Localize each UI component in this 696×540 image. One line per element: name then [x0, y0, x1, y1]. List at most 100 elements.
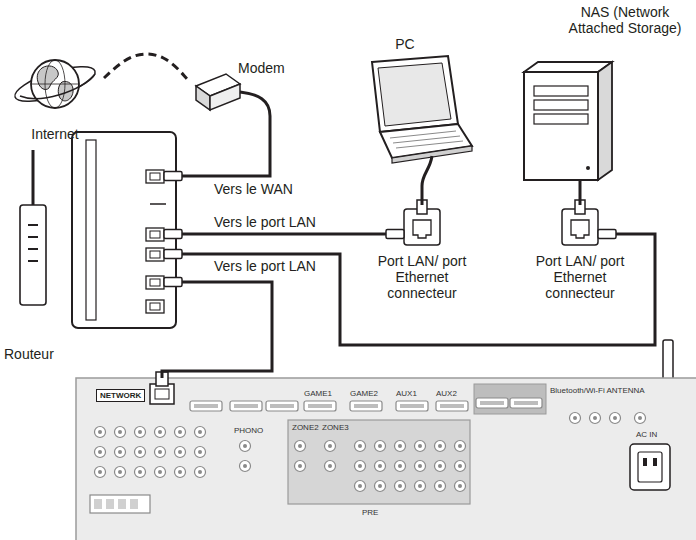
nas-icon: [524, 72, 598, 180]
router-icon: [72, 132, 176, 328]
wall-jack-icon: [372, 200, 440, 245]
router-icon: [28, 248, 38, 250]
router-icon: [150, 203, 166, 205]
receiver-rear-panel: [288, 420, 470, 504]
globe-icon: [11, 60, 98, 109]
wall-jack-icon: [562, 200, 630, 245]
receiver-rear-panel: [240, 461, 251, 472]
router-icon: [20, 132, 182, 328]
receiver-rear-panel: [95, 467, 106, 478]
panel-label: ZONE3: [322, 423, 349, 432]
laptop-icon: [372, 56, 472, 186]
router-icon: [28, 236, 38, 238]
receiver-rear-panel: [455, 461, 466, 472]
receiver-rear-panel: [350, 401, 382, 411]
receiver-rear-panel: [295, 461, 306, 472]
receiver-rear-panel: [115, 447, 126, 458]
receiver-rear-panel: [115, 467, 126, 478]
receiver-rear-panel: [135, 427, 146, 438]
receiver-rear-panel: [375, 481, 386, 492]
receiver-rear-panel: [395, 461, 406, 472]
network-cable: [162, 282, 272, 378]
receiver-rear-panel: [436, 401, 468, 411]
node-label: Modem: [238, 60, 296, 76]
receiver-rear-panel: [510, 398, 542, 408]
receiver-rear-panel: [663, 340, 673, 382]
receiver-rear-panel: [190, 401, 222, 411]
receiver-rear-panel: [435, 441, 446, 452]
laptop-icon: [422, 156, 432, 186]
router-icon: [86, 140, 96, 320]
receiver-rear-panel: [106, 499, 114, 509]
router-icon: [164, 250, 182, 259]
receiver-rear-panel: [415, 481, 426, 492]
router-icon: [164, 230, 182, 239]
receiver-rear-panel: [325, 441, 336, 452]
node-label: NETWORK: [96, 389, 145, 402]
panel-label: GAME1: [304, 389, 332, 398]
modem-node: Modem: [188, 58, 298, 116]
nas-node: NAS (Network Attached Storage): [505, 2, 694, 184]
network-cable: [182, 233, 372, 236]
receiver-rear-panel: [455, 441, 466, 452]
lan-port-node: Port LAN/ port Ethernet connecteur: [530, 205, 630, 305]
modem-icon: [210, 84, 240, 110]
globe-icon: [11, 60, 98, 109]
receiver-rear-panel: [304, 401, 336, 411]
globe-icon: [20, 74, 95, 99]
receiver-rear-panel: [175, 447, 186, 458]
lan-port-node: Port LAN/ port Ethernet connecteur: [372, 205, 472, 305]
globe-icon: [31, 84, 79, 85]
node-label: Routeur: [4, 346, 74, 362]
receiver-rear-panel: [455, 481, 466, 492]
router-icon: [32, 150, 35, 205]
receiver-rear-panel: [643, 458, 647, 466]
receiver-rear-panel: [175, 427, 186, 438]
receiver-rear-panel: [375, 441, 386, 452]
router-icon: [164, 278, 182, 287]
router-icon: [28, 260, 38, 262]
nas-icon: [579, 180, 582, 184]
receiver-rear-panel: [175, 467, 186, 478]
receiver-rear-panel: [155, 389, 169, 399]
receiver-rear-panel: [295, 441, 306, 452]
pc-node: PC: [340, 34, 472, 186]
network-cable: [182, 234, 655, 345]
panel-label: ZONE2: [292, 423, 319, 432]
globe-icon: [37, 66, 58, 90]
router-icon: [146, 170, 164, 183]
cable-label: Vers le WAN: [212, 181, 295, 197]
router-icon: [20, 205, 46, 305]
receiver-rear-panel: [230, 401, 262, 411]
receiver-rear-panel: [435, 461, 446, 472]
cable-label: Vers le port LAN: [212, 258, 318, 274]
receiver-rear-panel: [415, 461, 426, 472]
panel-label: AC IN: [636, 430, 657, 439]
receiver-rear-panel: [95, 447, 106, 458]
cable-label: Vers le port LAN: [212, 214, 318, 230]
node-label: Internet: [8, 126, 102, 142]
nas-icon: [598, 62, 612, 180]
internet-node: Internet: [8, 52, 104, 146]
nas-icon: [534, 100, 588, 110]
receiver-rear-panel: [630, 444, 670, 490]
receiver-rear-panel: [435, 481, 446, 492]
receiver-rear-panel: [118, 499, 126, 509]
panel-label: PRE: [362, 508, 378, 517]
receiver-rear-panel: [155, 467, 166, 478]
receiver-rear-panel: [135, 447, 146, 458]
receiver-rear-panel: [375, 461, 386, 472]
receiver-rear-panel: [195, 427, 206, 438]
node-label: Port LAN/ port Ethernet connecteur: [534, 253, 626, 301]
receiver-rear-panel: [395, 481, 406, 492]
receiver-rear-panel: [115, 427, 126, 438]
panel-label: AUX1: [396, 389, 417, 398]
receiver-rear-panel: [355, 441, 366, 452]
receiver-rear-panel: [150, 384, 174, 404]
receiver-rear-panel: [155, 447, 166, 458]
receiver-rear-panel: [240, 441, 251, 452]
receiver-rear-panel: [94, 499, 102, 509]
router-icon: [146, 300, 164, 313]
receiver-rear-panel: [266, 401, 298, 411]
receiver-rear-panel: [476, 398, 508, 408]
